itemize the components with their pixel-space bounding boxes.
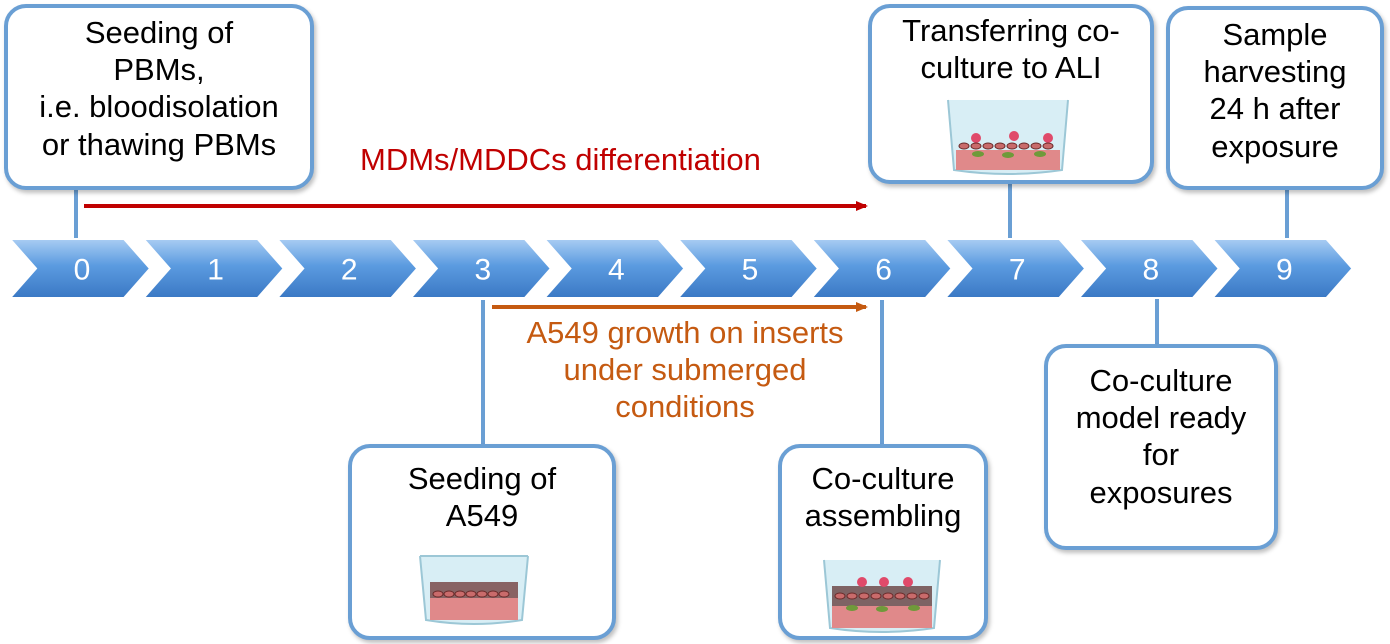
timeline-day-0	[7, 238, 152, 299]
timeline-day-8	[1076, 238, 1221, 299]
transfer-ali-box: Transferring co- culture to ALI	[868, 4, 1154, 184]
seeding-pbms-box: Seeding of PBMs, i.e. bloodisolation or …	[4, 4, 314, 190]
sample-harvest-box: Sample harvesting 24 h after exposure	[1166, 6, 1384, 190]
ali-insert-illustration	[947, 99, 1069, 175]
timeline-chevrons: 0 1 2 3 4 5 6 7 8 9	[7, 238, 1354, 299]
timeline-day-1	[141, 238, 285, 299]
growth-label: A549 growth on inserts under submerged c…	[526, 315, 844, 425]
timeline-day-label: 1	[207, 254, 224, 287]
timeline-day-label: 7	[1009, 254, 1026, 287]
seeding-a549-text: Seeding of A549	[407, 461, 557, 534]
a549-insert-illustration	[419, 555, 529, 625]
timeline-day-label: 0	[74, 254, 91, 287]
timeline-day-5	[675, 238, 820, 299]
seeding-pbms-text: Seeding of PBMs, i.e. bloodisolation or …	[39, 15, 279, 162]
timeline-day-6	[809, 238, 953, 299]
timeline-day-4	[542, 238, 686, 299]
coculture-ready-box: Co-culture model ready for exposures	[1044, 344, 1278, 550]
differentiation-label: MDMs/MDDCs differentiation	[360, 142, 761, 177]
timeline-day-label: 5	[742, 254, 759, 287]
coculture-insert-illustration	[823, 559, 941, 633]
timeline-day-2	[274, 238, 419, 299]
timeline-day-label: 8	[1142, 254, 1159, 287]
timeline-day-label: 3	[474, 254, 491, 287]
timeline-day-label: 6	[875, 254, 892, 287]
timeline-day-7	[942, 238, 1087, 299]
timeline-day-label: 2	[341, 254, 358, 287]
coculture-assembling-text: Co-culture assembling	[804, 461, 962, 534]
timeline-day-9	[1210, 238, 1354, 299]
sample-harvest-text: Sample harvesting 24 h after exposure	[1203, 17, 1347, 164]
timeline-day-3	[408, 238, 553, 299]
transfer-ali-text: Transferring co- culture to ALI	[902, 13, 1120, 86]
timeline-day-label: 4	[608, 254, 625, 287]
timeline-day-label: 9	[1276, 254, 1293, 287]
coculture-ready-text: Co-culture model ready for exposures	[1075, 363, 1247, 510]
